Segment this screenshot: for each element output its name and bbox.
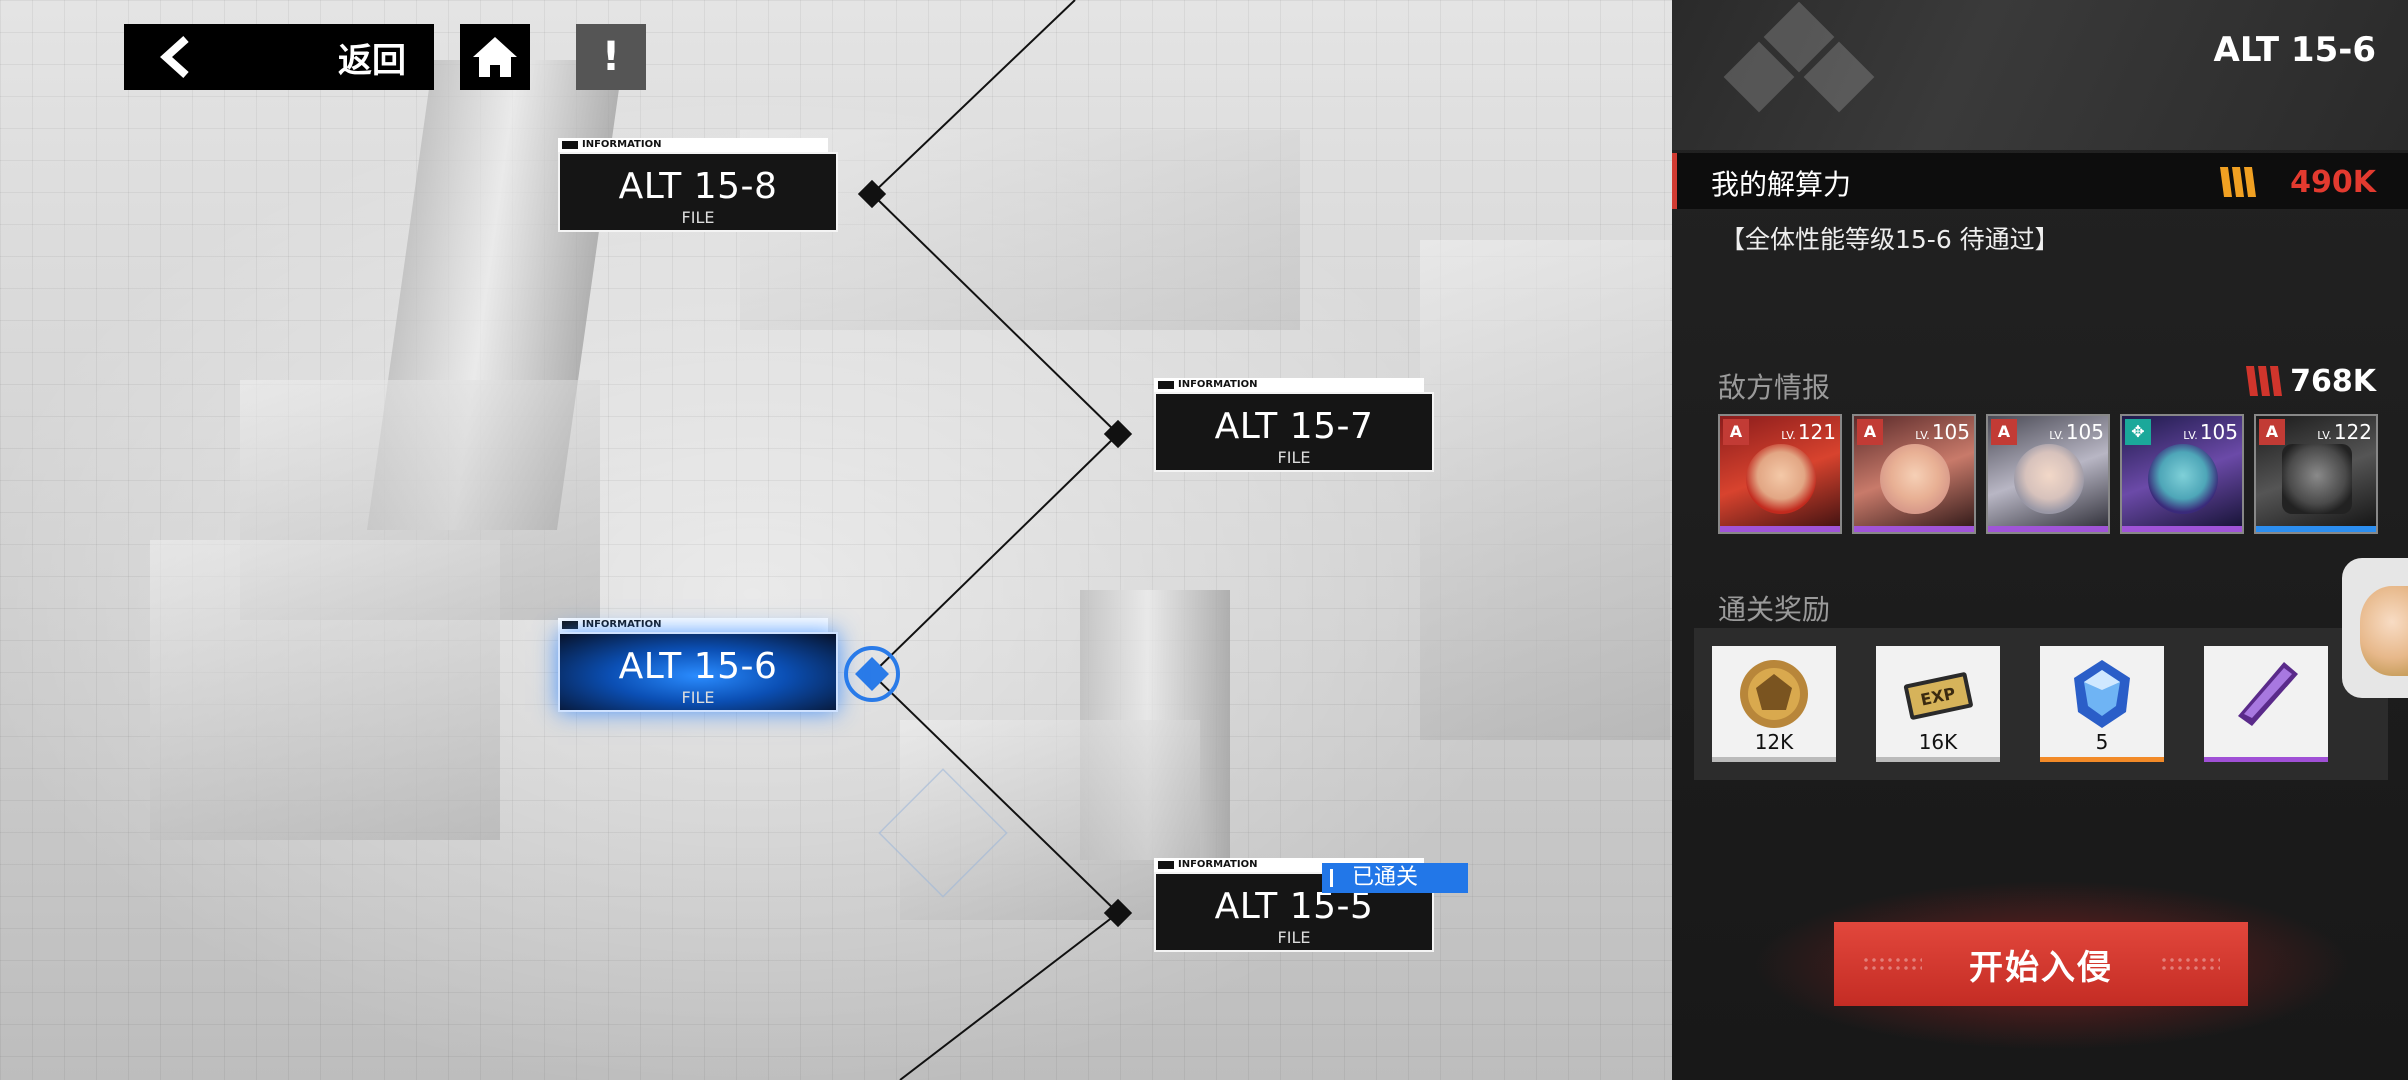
enemy-level: LV.105 xyxy=(2183,420,2238,444)
reward-amount: 16K xyxy=(1918,730,1958,754)
supporter-class-icon: ✥ xyxy=(2125,419,2151,445)
side-character-tab[interactable] xyxy=(2342,558,2408,698)
reward-item-shard[interactable] xyxy=(2204,646,2328,762)
gold-coin-icon xyxy=(1740,660,1808,728)
rarity-stripe xyxy=(2122,526,2242,532)
stage-connection-lines xyxy=(844,0,1133,1080)
rarity-line xyxy=(1876,757,2000,762)
enemy-level: LV.105 xyxy=(1915,420,1970,444)
home-icon xyxy=(473,37,517,77)
enemy-level: LV.105 xyxy=(2049,420,2104,444)
stage-node-alt-15-8[interactable]: INFORMATION ALT 15-8 FILE xyxy=(558,138,838,236)
stage-node-alt-15-7[interactable]: INFORMATION ALT 15-7 FILE xyxy=(1154,378,1434,476)
selected-node-marker xyxy=(844,646,900,702)
enemy-portrait xyxy=(1880,444,1950,514)
enemy-info-title: 敌方情报 xyxy=(1718,371,1831,404)
reward-amount: 12K xyxy=(1754,730,1794,754)
enemy-card[interactable]: A LV.121 xyxy=(1718,414,1842,534)
back-button[interactable]: 返回 xyxy=(124,24,434,90)
stage-name: ALT 15-7 xyxy=(1214,406,1374,447)
rarity-stripe xyxy=(2256,526,2376,532)
stage-tag: INFORMATION xyxy=(558,618,828,632)
rarity-stripe xyxy=(1988,526,2108,532)
info-button[interactable]: ! xyxy=(576,24,646,90)
reward-item-gold[interactable]: 12K xyxy=(1712,646,1836,762)
stage-name: ALT 15-8 xyxy=(618,166,778,207)
faction-logo-icon xyxy=(1723,2,1875,113)
button-dots-decoration xyxy=(2160,956,2220,974)
stage-tag: INFORMATION xyxy=(558,138,828,152)
rarity-line xyxy=(2204,757,2328,762)
stage-detail-panel: ALT 15-6 我的解算力 490K 【全体性能等级15-6 待通过】 敌方情… xyxy=(1672,0,2408,1080)
stage-map: 返回 ! INFORMATION ALT 15-8 FILE INFORMATI… xyxy=(0,0,1672,1080)
button-dots-decoration xyxy=(1862,956,1922,974)
reward-item-exp[interactable]: EXP 16K xyxy=(1876,646,2000,762)
start-button-label: 开始入侵 xyxy=(1969,947,2113,988)
my-power-label: 我的解算力 xyxy=(1711,168,1852,201)
rarity-line xyxy=(2040,757,2164,762)
character-avatar xyxy=(2360,586,2408,676)
enemy-card[interactable]: ✥ LV.105 xyxy=(2120,414,2244,534)
reward-title: 通关奖励 xyxy=(1718,593,1831,626)
enemy-portrait xyxy=(1746,444,1816,514)
home-button[interactable] xyxy=(460,24,530,90)
enemy-level: LV.121 xyxy=(1781,420,1836,444)
rarity-stripe xyxy=(1720,526,1840,532)
enemy-power-value: 768K xyxy=(2290,364,2376,399)
enemy-card[interactable]: A LV.105 xyxy=(1852,414,1976,534)
rarity-stripe xyxy=(1854,526,1974,532)
power-bars-icon xyxy=(2220,167,2256,197)
enemy-portrait xyxy=(2148,444,2218,514)
exclamation-icon: ! xyxy=(601,34,621,80)
reward-item-crystal[interactable]: 5 xyxy=(2040,646,2164,762)
chevron-left-icon xyxy=(160,36,189,78)
rarity-line xyxy=(1712,757,1836,762)
stage-file-label: FILE xyxy=(1277,928,1311,947)
stage-node-alt-15-6[interactable]: INFORMATION ALT 15-6 FILE xyxy=(558,618,838,716)
attacker-class-icon: A xyxy=(1857,419,1883,445)
blue-crystal-icon xyxy=(2074,660,2130,728)
my-power-value: 490K xyxy=(2290,165,2376,200)
city-block xyxy=(1420,240,1670,740)
stage-card: ALT 15-7 FILE xyxy=(1154,392,1434,472)
stage-file-label: FILE xyxy=(681,688,715,707)
attacker-class-icon: A xyxy=(2259,419,2285,445)
clear-condition: 【全体性能等级15-6 待通过】 xyxy=(1720,225,2060,254)
my-power-row: 我的解算力 490K xyxy=(1672,153,2408,209)
city-block xyxy=(150,540,500,840)
stage-file-label: FILE xyxy=(1277,448,1311,467)
enemy-portrait xyxy=(2014,444,2084,514)
selected-stage-code: ALT 15-6 xyxy=(2213,30,2376,70)
city-block xyxy=(900,720,1200,920)
enemy-portrait xyxy=(2282,444,2352,514)
reward-amount: 5 xyxy=(2095,730,2109,754)
enemy-level: LV.122 xyxy=(2317,420,2372,444)
stage-tag: INFORMATION xyxy=(1154,378,1424,392)
start-invasion-button[interactable]: 开始入侵 xyxy=(1834,922,2248,1006)
attacker-class-icon: A xyxy=(1991,419,2017,445)
attacker-class-icon: A xyxy=(1723,419,1749,445)
stage-card-selected: ALT 15-6 FILE xyxy=(558,632,838,712)
enemy-card[interactable]: A LV.105 xyxy=(1986,414,2110,534)
stage-file-label: FILE xyxy=(681,208,715,227)
exp-ticket-icon: EXP xyxy=(1903,672,1973,720)
cleared-badge: 已通关 xyxy=(1322,863,1468,893)
enemy-card[interactable]: A LV.122 xyxy=(2254,414,2378,534)
stage-name: ALT 15-6 xyxy=(618,646,778,687)
stage-card: ALT 15-8 FILE xyxy=(558,152,838,232)
enemy-power-bars-icon xyxy=(2246,366,2282,396)
panel-header: ALT 15-6 xyxy=(1672,0,2408,150)
purple-shard-icon xyxy=(2238,662,2298,726)
back-label: 返回 xyxy=(338,40,406,81)
